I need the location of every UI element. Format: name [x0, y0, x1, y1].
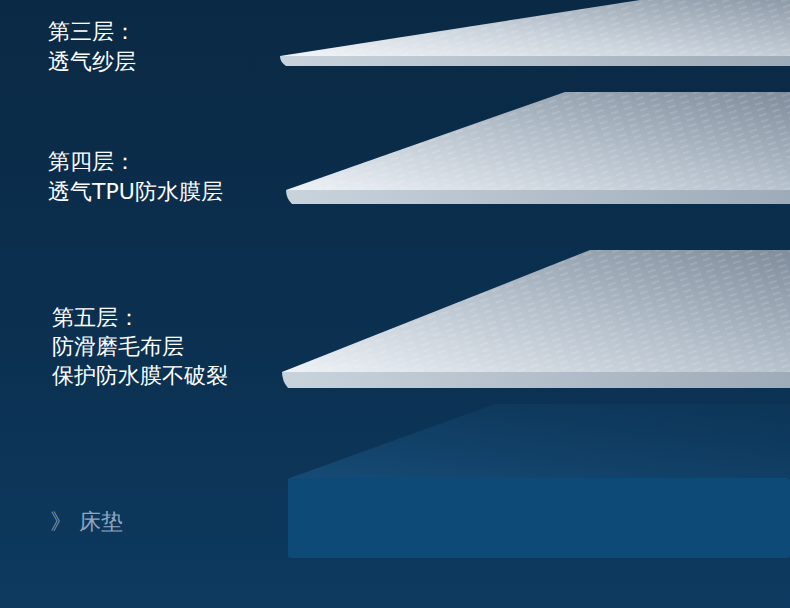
layer-number: 第四层：: [48, 148, 136, 176]
layer-number: 第三层：: [48, 18, 136, 46]
layer-name: 透气TPU防水膜层: [48, 178, 223, 206]
layer-note: 保护防水膜不破裂: [52, 362, 228, 390]
base-label: 》 床垫: [50, 508, 123, 536]
layer-number: 第五层：: [52, 304, 140, 332]
layer-name: 透气纱层: [48, 48, 136, 76]
layer-name: 防滑磨毛布层: [52, 333, 184, 361]
